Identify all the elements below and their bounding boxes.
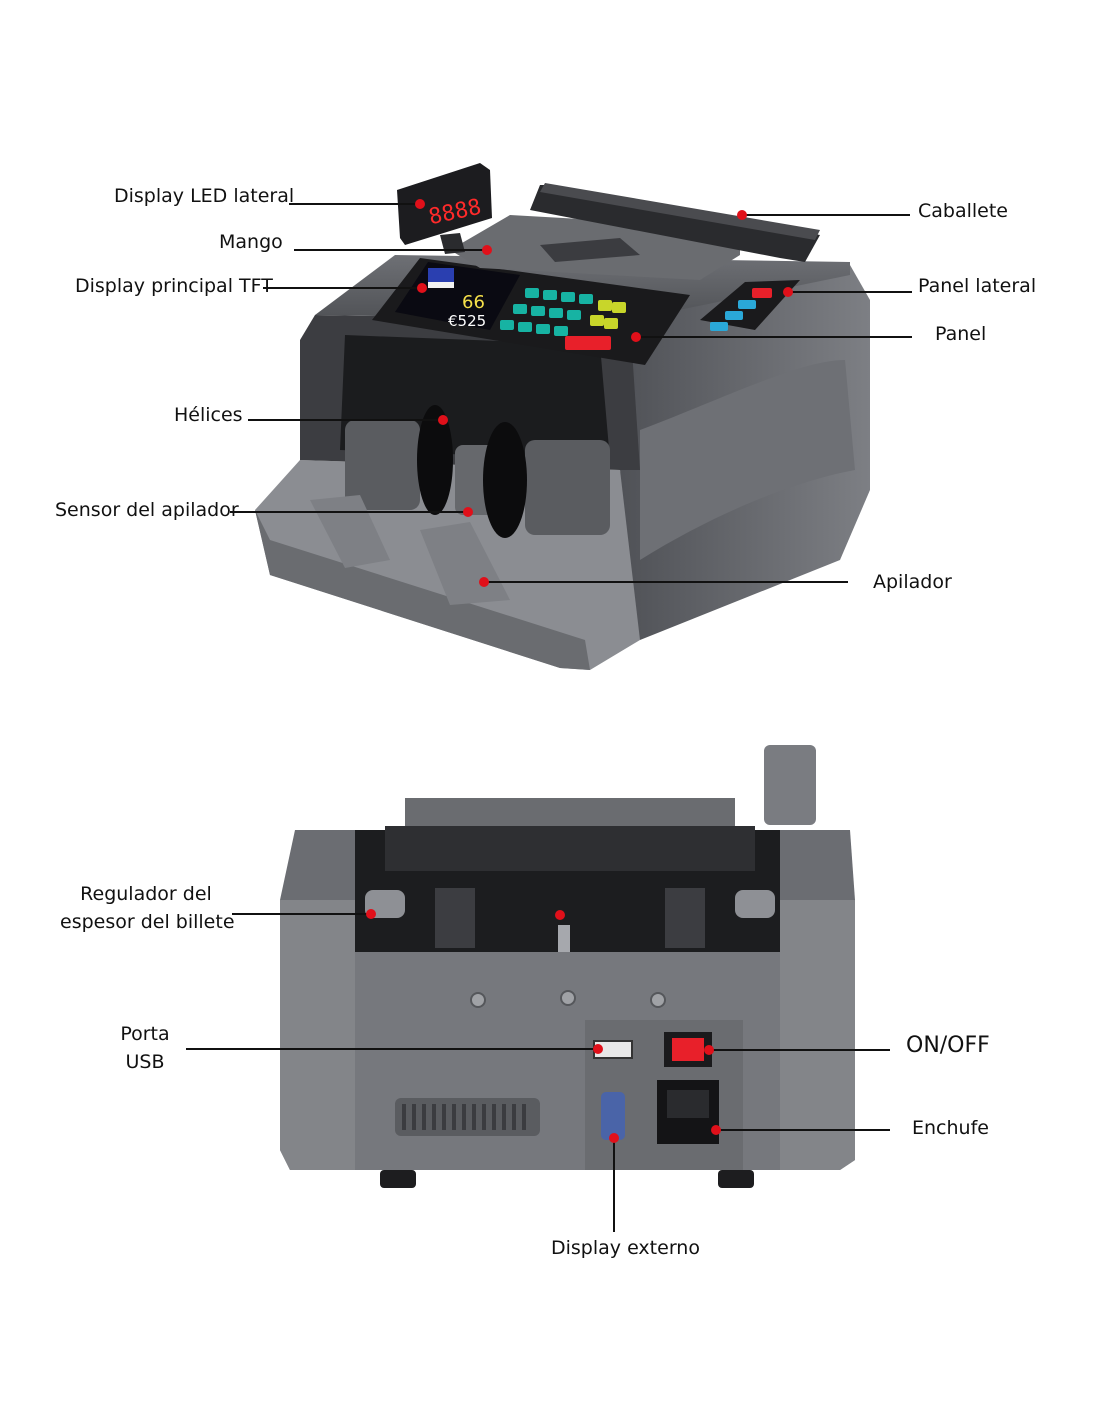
keypad-yellow xyxy=(590,300,626,329)
label-porta-usb: Porta USB xyxy=(110,1020,180,1076)
label-regulador-line2: espesor del billete xyxy=(60,911,235,933)
led-display-housing xyxy=(397,163,492,245)
tft-count-readout: 66 xyxy=(462,292,485,313)
marker-caballete xyxy=(737,210,747,220)
mechanism-bracket-left xyxy=(435,888,475,948)
stacker-paddle-left xyxy=(310,495,390,568)
foot-left xyxy=(380,1170,416,1188)
marker-tft xyxy=(417,283,427,293)
label-panel-lateral: Panel lateral xyxy=(918,275,1037,297)
marker-usb xyxy=(593,1044,603,1054)
thickness-screw-right xyxy=(735,890,775,918)
rear-right-wing xyxy=(780,900,855,1170)
keypad-red-key xyxy=(565,336,611,350)
tft-amount-readout: €525 xyxy=(448,312,486,330)
side-key-blue-1 xyxy=(738,300,756,309)
label-helices: Hélices xyxy=(174,404,243,426)
marker-panel xyxy=(631,332,641,342)
serial-port xyxy=(601,1092,625,1140)
label-porta-line2: USB xyxy=(125,1051,165,1073)
mechanism-bracket-right xyxy=(665,888,705,948)
label-regulador-line1: Regulador del xyxy=(80,883,212,905)
marker-display-externo xyxy=(609,1133,619,1143)
label-porta-line1: Porta xyxy=(120,1023,170,1045)
rear-screw-2 xyxy=(560,990,576,1006)
label-apilador: Apilador xyxy=(873,571,952,593)
marker-panel-lateral xyxy=(783,287,793,297)
label-panel: Panel xyxy=(935,323,987,345)
front-view-illustration: 66 €525 xyxy=(255,163,870,670)
impeller-right xyxy=(483,422,527,538)
marker-sensor xyxy=(463,507,473,517)
rear-led-display xyxy=(764,745,816,825)
impeller-left xyxy=(417,405,453,515)
label-mango: Mango xyxy=(219,231,283,253)
side-key-blue-3 xyxy=(710,322,728,331)
marker-regulador xyxy=(366,909,376,919)
handle-slot xyxy=(540,238,640,262)
side-key-red xyxy=(752,288,772,298)
marker-enchufe xyxy=(711,1125,721,1135)
rear-red-sensor xyxy=(555,910,565,920)
label-display-led-lateral: Display LED lateral xyxy=(114,185,295,207)
keypad-teal xyxy=(500,288,593,336)
label-display-externo: Display externo xyxy=(551,1237,700,1259)
rear-top-tray xyxy=(405,798,735,826)
back-view-illustration xyxy=(280,745,855,1188)
stacker-lip xyxy=(255,510,590,670)
power-socket-inner xyxy=(667,1090,709,1118)
marker-apilador xyxy=(479,577,489,587)
rear-screw-3 xyxy=(650,992,666,1008)
label-caballete: Caballete xyxy=(918,200,1008,222)
rear-inner-plate xyxy=(385,826,755,871)
led-display-stand xyxy=(440,233,465,254)
side-curve xyxy=(640,360,855,560)
roller-left xyxy=(345,420,420,510)
marker-display-led xyxy=(415,199,425,209)
rear-screw-1 xyxy=(470,992,486,1008)
marker-onoff xyxy=(704,1045,714,1055)
roller-right xyxy=(525,440,610,535)
rear-left-wing xyxy=(280,900,355,1170)
vent-slots xyxy=(402,1104,526,1130)
foot-right xyxy=(718,1170,754,1188)
side-key-blue-2 xyxy=(725,311,743,320)
label-regulador: Regulador del espesor del billete xyxy=(60,880,235,936)
hopper-guide-bar xyxy=(530,185,820,262)
tft-flag-eu xyxy=(428,268,454,282)
tft-flag-white xyxy=(428,282,454,288)
label-sensor-apilador: Sensor del apilador xyxy=(55,499,239,521)
label-on-off: ON/OFF xyxy=(906,1033,990,1058)
hopper-guide-bar-top xyxy=(540,183,820,240)
power-switch xyxy=(672,1038,704,1061)
center-spring xyxy=(558,925,570,955)
marker-mango xyxy=(482,245,492,255)
label-display-principal-tft: Display principal TFT xyxy=(75,275,273,297)
tft-screen xyxy=(395,262,520,330)
label-enchufe: Enchufe xyxy=(912,1117,989,1139)
marker-helices xyxy=(438,415,448,425)
